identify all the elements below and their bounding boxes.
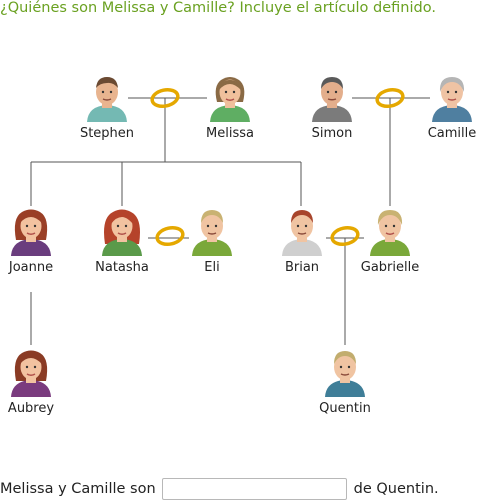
answer-sentence: Melissa y Camille son de Quentin. [0, 478, 439, 500]
name-natasha: Natasha [95, 260, 149, 275]
ring-icon [375, 87, 405, 109]
person-simon: Simon [292, 72, 372, 141]
person-melissa: Melissa [190, 72, 270, 141]
avatar-natasha-icon [102, 209, 142, 256]
answer-input[interactable] [161, 478, 347, 500]
avatar-melissa-icon [210, 77, 250, 122]
name-brian: Brian [284, 260, 320, 275]
person-stephen: Stephen [67, 72, 147, 141]
person-natasha: Natasha [82, 206, 162, 275]
person-aubrey: Aubrey [0, 347, 71, 416]
person-quentin: Quentin [305, 347, 385, 416]
person-gabrielle: Gabrielle [350, 206, 430, 275]
person-eli: Eli [172, 206, 252, 275]
avatar-camille-icon [432, 77, 472, 122]
person-joanne: Joanne [0, 206, 71, 275]
name-joanne: Joanne [8, 260, 54, 275]
name-simon: Simon [311, 126, 353, 141]
avatar-joanne-icon [11, 209, 51, 256]
name-camille: Camille [427, 126, 477, 141]
ring-icon [155, 225, 185, 247]
name-gabrielle: Gabrielle [360, 260, 420, 275]
rings [150, 87, 405, 247]
name-stephen: Stephen [79, 126, 135, 141]
avatar-quentin-icon [325, 351, 365, 397]
name-aubrey: Aubrey [7, 401, 55, 416]
avatar-simon-icon [312, 77, 352, 122]
question-text: ¿Quiénes son Melissa y Camille? Incluye … [0, 0, 436, 16]
ring-icon [150, 87, 180, 109]
avatar-gabrielle-icon [370, 210, 410, 256]
name-melissa: Melissa [206, 126, 254, 141]
name-quentin: Quentin [319, 401, 371, 416]
answer-prefix: Melissa y Camille son [0, 481, 156, 497]
answer-suffix: de Quentin. [353, 481, 439, 497]
avatar-aubrey-icon [11, 350, 51, 397]
person-brian: Brian [262, 206, 342, 275]
person-camille: Camille [412, 72, 479, 141]
avatar-eli-icon [192, 210, 232, 256]
avatar-stephen-icon [87, 77, 127, 122]
ring-icon [330, 225, 360, 247]
avatar-brian-icon [282, 210, 322, 256]
name-eli: Eli [204, 260, 220, 275]
